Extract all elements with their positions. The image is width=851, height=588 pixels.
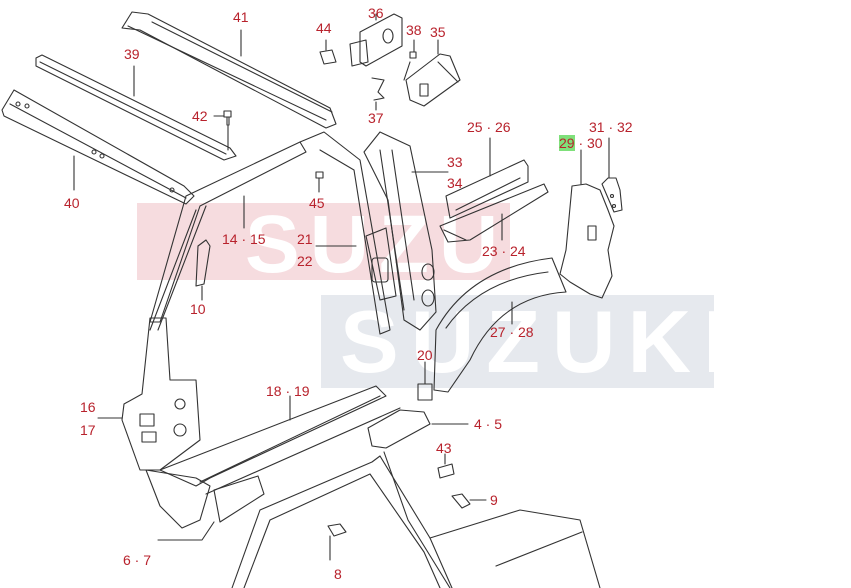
part-36-fuel-lid: [349, 13, 403, 67]
part-40-roof-side-rail: [1, 89, 195, 205]
part-21-22-pillar: [315, 227, 397, 301]
part-39-roof-bow: [35, 54, 237, 161]
part-14-15-pillar: [149, 131, 391, 335]
callout-33[interactable]: 33: [447, 154, 463, 170]
callout-45[interactable]: 45: [309, 195, 325, 211]
part-20-bracket: [417, 361, 433, 401]
part-41-roof-rail: [121, 11, 337, 129]
callout-29-30[interactable]: 29 · 30: [559, 135, 603, 151]
callout-4-5[interactable]: 4 · 5: [474, 416, 503, 432]
part-23-24-rail: [439, 183, 549, 243]
part-33-34-inner-panel: [363, 131, 449, 331]
callout-39[interactable]: 39: [124, 46, 140, 62]
callout-20[interactable]: 20: [417, 347, 433, 363]
callout-38[interactable]: 38: [406, 22, 422, 38]
callout-25-26[interactable]: 25 · 26: [467, 119, 511, 135]
callout-18-19[interactable]: 18 · 19: [266, 383, 310, 399]
part-27-28-wheelhouse: [433, 257, 567, 393]
part-9-cap: [451, 493, 487, 509]
part-44-clip: [319, 39, 337, 65]
callout-40[interactable]: 40: [64, 195, 80, 211]
callout-31-32[interactable]: 31 · 32: [589, 119, 633, 135]
watermark-text-secondary: SUZUKI: [340, 292, 740, 391]
callout-27-28[interactable]: 27 · 28: [490, 324, 534, 340]
part-35-fuel-housing: [405, 39, 461, 107]
part-37-spring: [371, 77, 385, 111]
part-45-screw: [315, 171, 324, 193]
callout-37[interactable]: 37: [368, 110, 384, 126]
part-43-pad: [437, 453, 455, 479]
callout-17[interactable]: 17: [80, 422, 96, 438]
callout-21[interactable]: 21: [297, 231, 313, 247]
callout-42[interactable]: 42: [192, 108, 208, 124]
callout-36[interactable]: 36: [368, 5, 384, 21]
part-8-plug: [327, 523, 347, 537]
callout-29-highlight: 29: [559, 135, 575, 151]
callout-30-label: · 30: [574, 135, 603, 151]
callout-43[interactable]: 43: [436, 440, 452, 456]
part-4-5-gusset: [367, 409, 469, 449]
callout-22[interactable]: 22: [297, 253, 313, 269]
part-38-screw: [403, 39, 417, 81]
outer-door-frame: [231, 451, 601, 588]
part-31-32-bracket: [601, 137, 623, 213]
part-18-19-sill: [159, 385, 401, 495]
callout-6-7[interactable]: 6 · 7: [123, 552, 152, 568]
callout-8[interactable]: 8: [334, 566, 342, 582]
callout-14-15[interactable]: 14 · 15: [222, 231, 266, 247]
part-29-30-quarter-inner: [559, 149, 615, 299]
callout-10[interactable]: 10: [190, 301, 206, 317]
callout-44[interactable]: 44: [316, 20, 332, 36]
part-16-17-lower-pillar: [97, 317, 201, 471]
callout-16[interactable]: 16: [80, 399, 96, 415]
watermark-text-primary: SUZUKI: [245, 199, 611, 290]
part-25-26-rail: [445, 137, 529, 219]
callout-9[interactable]: 9: [490, 492, 498, 508]
callout-35[interactable]: 35: [430, 24, 446, 40]
callout-41[interactable]: 41: [233, 9, 249, 25]
part-42-bolt: [213, 110, 232, 151]
callout-23-24[interactable]: 23 · 24: [482, 243, 526, 259]
part-6-7-lower-inner: [145, 469, 265, 541]
part-10-bracket: [195, 239, 211, 301]
callout-34[interactable]: 34: [447, 175, 463, 191]
